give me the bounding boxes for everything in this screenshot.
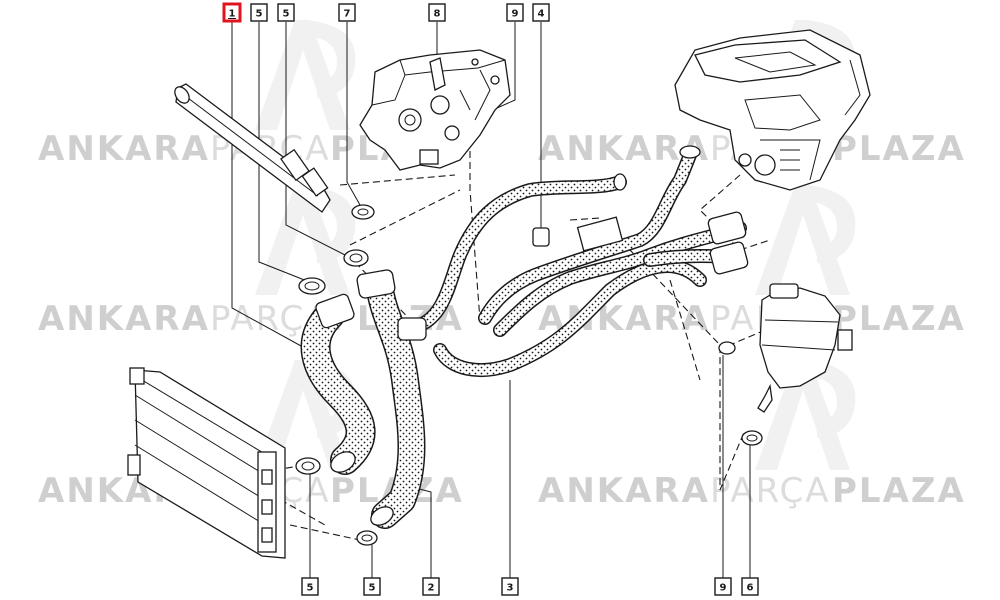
coolant-hoses (300, 148, 747, 529)
hose-clamp (298, 277, 326, 295)
leader-line-7 (346, 22, 361, 206)
dashed-line (339, 174, 456, 186)
hose-clamp (295, 457, 321, 475)
callout-label: 5 (369, 583, 376, 594)
brand-logo-watermark (255, 20, 356, 130)
callout-label: 9 (720, 583, 727, 594)
dashed-line (569, 217, 601, 221)
callout-5: 5 (250, 3, 268, 22)
leader-line-5a (258, 22, 313, 284)
leader-lines (231, 22, 751, 578)
callout-3: 3 (501, 577, 519, 596)
callout-label: 9 (512, 9, 519, 20)
hose-clamp (532, 227, 550, 247)
callout-label: 4 (538, 9, 545, 20)
hose-fittings (315, 145, 749, 526)
callout-label: 5 (256, 9, 263, 20)
callout-7: 7 (338, 3, 356, 22)
callout-9: 9 (506, 3, 524, 22)
callout-label: 8 (434, 9, 441, 20)
hose-clamp (351, 204, 375, 220)
callout-8: 8 (428, 3, 446, 22)
dashed-line (669, 279, 701, 381)
brand-logo-watermark (755, 185, 856, 295)
dashed-line (739, 239, 771, 251)
dashed-line (469, 140, 481, 321)
dashed-line (629, 249, 746, 491)
callout-label: 1 (229, 9, 236, 20)
callout-label: 2 (428, 583, 435, 594)
callout-row-bottom: 5 5 2 3 9 6 (301, 577, 759, 596)
brand-logo-watermark (255, 185, 356, 295)
callout-5: 5 (277, 3, 295, 22)
callout-6: 6 (741, 577, 759, 596)
expansion-tank (757, 283, 853, 413)
watermark-row: ANKARAPARÇAPLAZA (538, 471, 966, 511)
leader-line-1 (231, 22, 313, 353)
hose-clamp (741, 430, 763, 446)
upper-inlet-pipe (174, 83, 331, 213)
callout-label: 5 (307, 583, 314, 594)
heater-box (674, 29, 871, 191)
callout-9: 9 (714, 577, 732, 596)
callout-2: 2 (422, 577, 440, 596)
radiator (127, 367, 286, 559)
dashed-line (729, 329, 766, 346)
callout-row-top: 1 5 5 7 8 9 4 (222, 2, 550, 23)
thermostat-housing (359, 49, 511, 171)
callout-label: 7 (344, 9, 351, 20)
callout-5: 5 (363, 577, 381, 596)
callout-label: 6 (747, 583, 754, 594)
dashed-line (289, 524, 361, 541)
callout-1: 1 (222, 2, 242, 23)
callout-label: 5 (283, 9, 290, 20)
hose-clamp (718, 341, 736, 355)
hose-clamp (356, 530, 378, 546)
hose-clamps (295, 204, 763, 546)
callout-label: 3 (507, 583, 514, 594)
hose-clamp (343, 249, 369, 267)
dashed-line (349, 189, 461, 246)
callout-5: 5 (301, 577, 319, 596)
brand-logo-watermark (755, 360, 856, 470)
callout-4: 4 (532, 3, 550, 22)
leader-line-5b (285, 22, 346, 256)
